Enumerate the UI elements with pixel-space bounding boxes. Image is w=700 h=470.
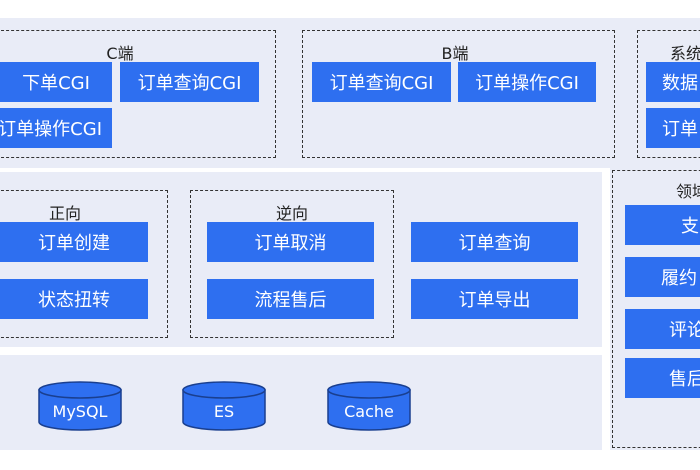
order-query-cgi-c: 订单查询CGI [120, 62, 259, 102]
mysql-label: MySQL [52, 402, 108, 421]
es-label: ES [213, 402, 235, 421]
b-side-group [302, 30, 615, 158]
system-order-box: 订单 [646, 108, 700, 148]
order-create-box: 订单创建 [0, 222, 148, 262]
mysql-cylinder: MySQL [38, 381, 122, 431]
cache-label: Cache [344, 402, 394, 421]
order-query-box: 订单查询 [411, 222, 578, 262]
b-side-title: B端 [441, 44, 469, 63]
after-sales-flow-box: 流程售后 [207, 279, 374, 319]
status-transition-box: 状态扭转 [0, 279, 148, 319]
domain-group [612, 170, 700, 448]
forward-group [0, 190, 168, 338]
place-order-cgi: 下单CGI [0, 62, 112, 102]
database-icon [327, 381, 411, 431]
c-side-title: C端 [106, 44, 134, 63]
domain-title: 领域 [676, 182, 700, 201]
c-side-group [0, 30, 276, 158]
order-cancel-box: 订单取消 [207, 222, 374, 262]
system-data-box: 数据 [646, 62, 700, 102]
cache-cylinder: Cache [327, 381, 411, 431]
domain-aftersales-box: 售后 [625, 358, 700, 398]
domain-fulfillment-box: 履约 [625, 257, 700, 297]
system-side-group [637, 30, 700, 158]
database-icon [38, 381, 122, 431]
es-cylinder: ES [182, 381, 266, 431]
forward-title: 正向 [48, 204, 81, 223]
domain-review-box: 评论 [625, 309, 700, 349]
domain-payment-box: 支 [625, 205, 700, 245]
order-export-box: 订单导出 [411, 279, 578, 319]
reverse-group [190, 190, 394, 338]
order-operation-cgi-b: 订单操作CGI [458, 62, 596, 102]
order-query-cgi-b: 订单查询CGI [312, 62, 451, 102]
database-icon [182, 381, 266, 431]
order-operation-cgi-c: 订单操作CGI [0, 108, 112, 148]
reverse-title: 逆向 [275, 204, 308, 223]
system-side-title: 系统 [670, 44, 700, 63]
